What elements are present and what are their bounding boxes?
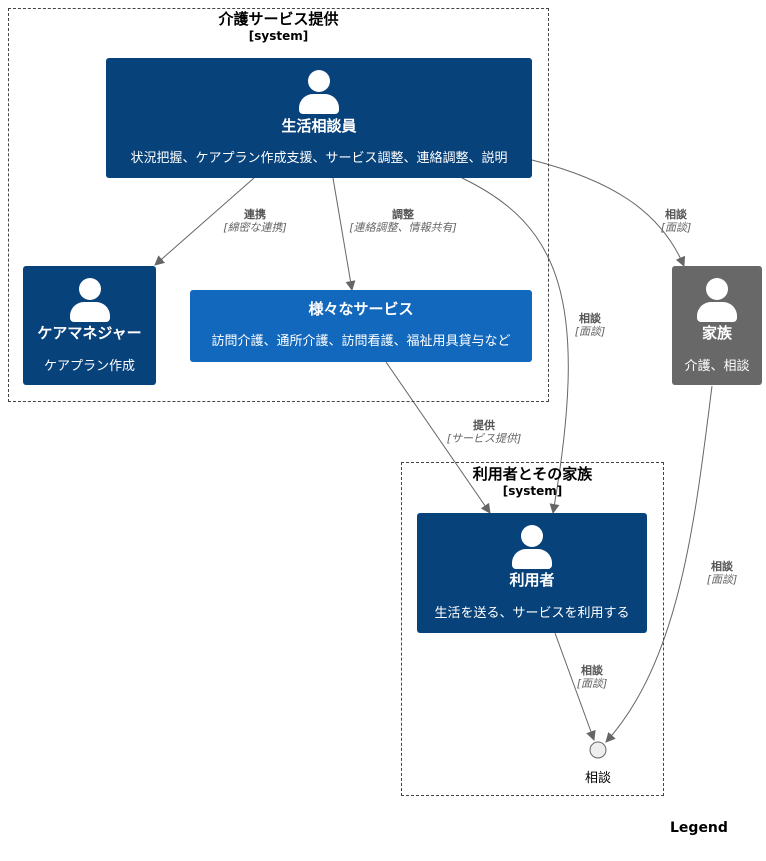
node-description: 訪問介護、通所介護、訪問看護、福祉用具貸与など <box>211 334 511 349</box>
edge-label-tech: [サービス提供] <box>446 432 522 445</box>
edge-label-text: 相談 <box>665 208 687 221</box>
node-name: 生活相談員 <box>281 117 357 135</box>
edge-user-iface <box>554 632 596 741</box>
interface-circle <box>589 741 607 759</box>
node-care-manager[interactable]: ケアマネジャー ケアプラン作成 <box>23 266 156 385</box>
boundary-title: 介護サービス提供 <box>218 10 339 28</box>
edge-counselor-family <box>531 159 686 267</box>
person-icon <box>299 70 339 114</box>
person-icon <box>697 278 737 322</box>
edge-counselor-user <box>461 177 569 514</box>
edge-label-services-user: 提供 [サービス提供] <box>447 419 522 445</box>
edge-label-text: 相談 <box>581 664 603 677</box>
boundary-care-service: 介護サービス提供 [system] <box>8 8 549 402</box>
edge-label-text: 相談 <box>711 560 733 573</box>
edge-family-iface <box>605 385 713 743</box>
edge-label-counselor-services: 調整 [連絡調整、情報共有] <box>349 208 457 234</box>
edge-label-counselor-family: 相談 [面談] <box>661 208 692 234</box>
node-name: 利用者 <box>509 571 555 589</box>
edge-counselor-caremanager <box>154 177 255 266</box>
edge-label-text: 提供 <box>473 419 495 432</box>
edge-label-tech: [面談] <box>660 221 692 234</box>
node-services[interactable]: 様々なサービス 訪問介護、通所介護、訪問看護、福祉用具貸与など <box>190 290 532 362</box>
edge-counselor-services <box>332 177 356 291</box>
interface-label: 相談 <box>584 771 612 786</box>
node-description: 状況把握、ケアプラン作成支援、サービス調整、連絡調整、説明 <box>130 151 508 166</box>
edge-label-tech: [連絡調整、情報共有] <box>349 221 457 234</box>
edge-label-tech: [綿密な連携] <box>223 221 287 234</box>
legend-title: Legend <box>670 820 728 836</box>
edge-label-text: 調整 <box>392 208 414 221</box>
boundary-title: 利用者とその家族 <box>472 465 593 483</box>
edge-label-text: 相談 <box>579 312 601 325</box>
person-icon <box>69 278 110 322</box>
boundary-user-family: 利用者とその家族 [system] <box>401 462 664 796</box>
node-counselor[interactable]: 生活相談員 状況把握、ケアプラン作成支援、サービス調整、連絡調整、説明 <box>106 58 532 178</box>
boundary-type: [system] <box>502 484 563 498</box>
edge-label-tech: [面談] <box>574 325 606 338</box>
edge-label-user-iface: 相談 [面談] <box>577 664 608 690</box>
node-description: ケアプラン作成 <box>43 359 135 374</box>
edge-label-text: 連携 <box>244 208 266 221</box>
node-name: 様々なサービス <box>308 300 414 318</box>
edge-label-family-iface: 相談 [面談] <box>707 560 738 586</box>
node-description: 介護、相談 <box>684 359 750 374</box>
node-name: 家族 <box>701 324 732 342</box>
edge-label-counselor-caremanager: 連携 [綿密な連携] <box>223 208 287 234</box>
edge-label-tech: [面談] <box>576 677 608 690</box>
node-name: ケアマネジャー <box>37 324 142 342</box>
boundary-type: [system] <box>248 29 309 43</box>
node-description: 生活を送る、サービスを利用する <box>434 606 630 621</box>
person-icon <box>512 525 552 569</box>
node-family[interactable]: 家族 介護、相談 <box>672 266 762 385</box>
node-user[interactable]: 利用者 生活を送る、サービスを利用する <box>417 513 647 633</box>
edge-label-counselor-user: 相談 [面談] <box>575 312 606 338</box>
edge-label-tech: [面談] <box>706 573 738 586</box>
edge-services-user <box>385 361 491 514</box>
